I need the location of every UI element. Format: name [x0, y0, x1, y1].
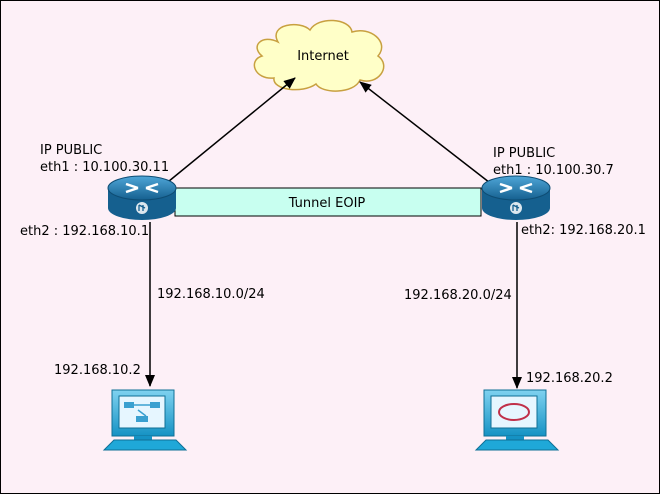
left-pc-icon [102, 389, 188, 451]
right-lan-ip: eth2: 192.168.20.1 [521, 223, 646, 238]
left-lan-ip: eth2 : 192.168.10.1 [20, 224, 149, 239]
right-pc-icon [474, 389, 560, 451]
right-public-ip: eth1 : 10.100.30.7 [493, 163, 614, 178]
right-router-icon [481, 175, 551, 220]
tunnel-label: Tunnel EOIP [288, 196, 366, 211]
right-public-title: IP PUBLIC [493, 146, 555, 161]
left-subnet-label: 192.168.10.0/24 [157, 287, 265, 302]
right-uplink-arrow [359, 81, 495, 187]
left-public-ip: eth1 : 10.100.30.11 [40, 160, 169, 175]
left-uplink-arrow [162, 77, 296, 187]
left-router-icon [107, 175, 177, 220]
internet-label: Internet [297, 49, 349, 64]
eoip-tunnel [174, 187, 482, 217]
right-subnet-label: 192.168.20.0/24 [404, 288, 512, 303]
internet-cloud-icon [253, 19, 385, 92]
left-pc-ip: 192.168.10.2 [54, 363, 141, 378]
left-public-title: IP PUBLIC [40, 143, 102, 158]
right-pc-ip: 192.168.20.2 [526, 371, 613, 386]
